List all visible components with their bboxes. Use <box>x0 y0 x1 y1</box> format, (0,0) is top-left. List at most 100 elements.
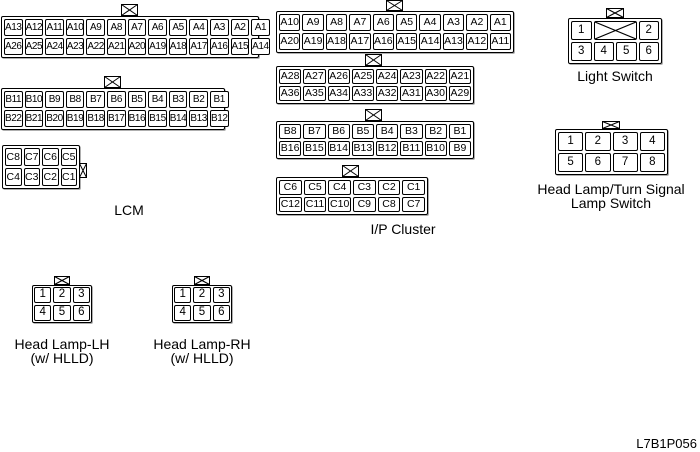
pin-cell: A10 <box>65 19 85 36</box>
pin-cell: B10 <box>24 91 44 108</box>
pin-cell: C11 <box>303 197 327 212</box>
pin-cell: A11 <box>489 33 511 50</box>
pin-cell: 2 <box>585 132 611 151</box>
pin-cell: A13 <box>4 19 23 36</box>
pin-cell: B13 <box>351 141 374 156</box>
pin-cell: B9 <box>45 91 64 108</box>
pin-cell: A1 <box>251 19 270 36</box>
pin-cell: B5 <box>127 91 147 108</box>
pin-cell: 1 <box>34 287 52 303</box>
pin-cell: A24 <box>45 38 64 55</box>
pin-cell: A8 <box>325 14 348 31</box>
pin-cell: 6 <box>638 42 659 61</box>
pin-cell: B14 <box>327 141 350 156</box>
pin-cell: B19 <box>65 110 85 127</box>
pin-cell: 1 <box>558 132 584 151</box>
pin-cell: A32 <box>376 86 399 101</box>
pin-cell: A19 <box>148 38 167 55</box>
pin-cell: B20 <box>45 110 64 127</box>
pin-cell: A2 <box>230 19 250 36</box>
pin-cell: B2 <box>424 124 447 139</box>
pin-cell: B11 <box>400 141 423 156</box>
pin-cell: B14 <box>168 110 188 127</box>
pin-cell: A18 <box>325 33 348 50</box>
pin-cell: 1 <box>174 287 192 303</box>
pin-cell: A35 <box>303 86 326 101</box>
pin-cell: A29 <box>448 86 471 101</box>
pin-cell: 3 <box>612 132 638 151</box>
pin-cell: A14 <box>251 38 270 55</box>
pin-cell: B7 <box>86 91 105 108</box>
pin-cell: 4 <box>639 132 665 151</box>
harness-connector-icon <box>121 4 138 16</box>
pin-cell: B7 <box>303 124 326 139</box>
pin-cell: A15 <box>395 33 418 50</box>
pin-cell: B1 <box>448 124 471 139</box>
harness-connector-icon <box>194 276 210 285</box>
ip-cluster-label: I/P Cluster <box>370 221 436 237</box>
pin-cell: A2 <box>466 14 488 31</box>
pin-cell: A20 <box>279 33 301 50</box>
pin-cell: 2 <box>53 287 71 303</box>
pin-cell: B21 <box>24 110 44 127</box>
pin-cell: A21 <box>106 38 126 55</box>
pin-cell: A14 <box>419 33 441 50</box>
pin-cell: C1 <box>402 180 425 195</box>
pin-cell: A19 <box>302 33 324 50</box>
pin-cell: 4 <box>34 305 52 321</box>
pin-cell: 3 <box>72 287 90 303</box>
pin-cell: 2 <box>193 287 211 303</box>
pin-cell: B17 <box>106 110 126 127</box>
pin-cell: A3 <box>209 19 229 36</box>
pin-cell: 5 <box>558 153 584 172</box>
harness-connector-icon <box>104 76 121 88</box>
head-lamp-lh-label-line2: (w/ HLLD) <box>30 350 94 366</box>
pin-cell: A3 <box>442 14 465 31</box>
pin-cell: A13 <box>442 33 465 50</box>
pin-cell: A23 <box>65 38 85 55</box>
pin-cell: C6 <box>42 148 59 166</box>
harness-connector-icon <box>79 163 87 178</box>
pin-cell: A8 <box>106 19 126 36</box>
harness-connector-icon <box>365 54 382 66</box>
pin-cell: A28 <box>279 69 302 84</box>
pin-cell: B12 <box>376 141 399 156</box>
figure-code: L7B1P056 <box>636 436 697 451</box>
pin-cell: 7 <box>612 153 638 172</box>
pin-cell: B2 <box>189 91 208 108</box>
pin-cell: C4 <box>5 168 22 186</box>
pin-cell: A9 <box>86 19 105 36</box>
pin-cell: C4 <box>328 180 351 195</box>
blocked-cavity-cell <box>593 21 637 40</box>
pin-cell: C6 <box>279 180 302 195</box>
head-lamp-turn-signal-label-line2: Lamp Switch <box>570 195 652 211</box>
pin-cell: 6 <box>585 153 611 172</box>
harness-connector-icon <box>602 121 620 129</box>
pin-cell: B13 <box>189 110 208 127</box>
pin-cell: A12 <box>466 33 488 50</box>
pin-cell: A31 <box>400 86 423 101</box>
pin-cell: B5 <box>351 124 374 139</box>
pin-cell: A4 <box>419 14 441 31</box>
pin-cell: B6 <box>106 91 126 108</box>
pin-cell: A25 <box>24 38 44 55</box>
head-lamp-lh-label-line1: Head Lamp-LH <box>14 336 110 352</box>
pin-cell: B3 <box>400 124 423 139</box>
pin-cell: C8 <box>377 197 401 212</box>
pin-cell: B10 <box>424 141 447 156</box>
pin-cell: 8 <box>639 153 665 172</box>
pin-cell: B16 <box>127 110 147 127</box>
pin-cell: C2 <box>377 180 401 195</box>
pin-cell: A26 <box>4 38 23 55</box>
pin-cell: B4 <box>148 91 167 108</box>
pin-cell: A27 <box>303 69 326 84</box>
pin-cell: 2 <box>638 21 659 40</box>
head-lamp-turn-signal-label-line1: Head Lamp/Turn Signal <box>537 181 685 197</box>
pin-cell: B8 <box>65 91 85 108</box>
